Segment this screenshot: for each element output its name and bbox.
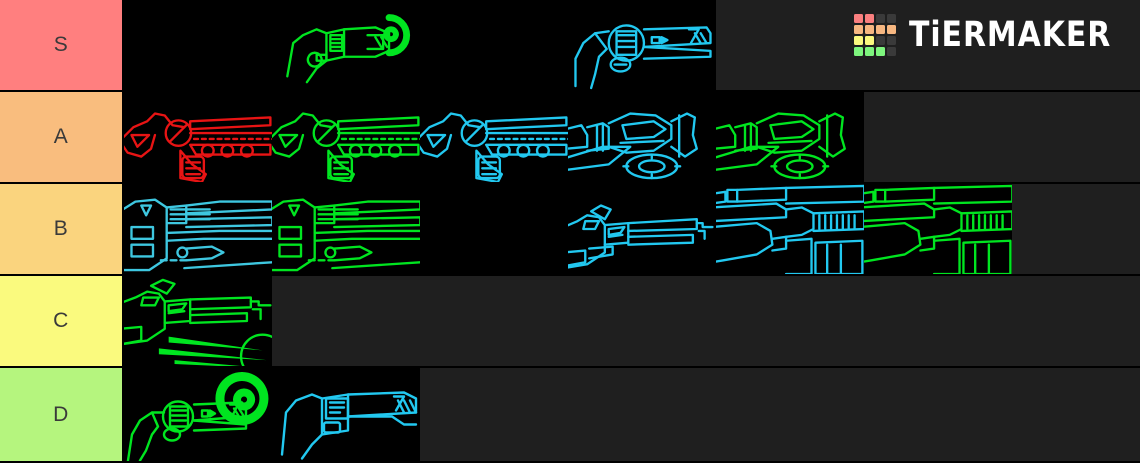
assault-rifle-red[interactable] <box>124 92 272 182</box>
pixel-fist-icon <box>151 4 246 87</box>
plasma-rifle-cyan[interactable] <box>124 184 272 274</box>
tier-label-text: D <box>53 402 69 426</box>
tier-row-b: B <box>0 184 1140 276</box>
assault-rifle-cyan[interactable] <box>420 92 568 182</box>
pistol-cyan[interactable] <box>272 368 420 461</box>
tier-row-s: S <box>0 0 1140 92</box>
shotgun-cyan[interactable] <box>716 184 864 274</box>
beam-rifle-green[interactable] <box>124 276 272 366</box>
pistol-green[interactable] <box>272 0 420 90</box>
plasma-rifle-green[interactable] <box>272 184 420 274</box>
tier-label-text: B <box>53 217 69 240</box>
shotgun-green[interactable] <box>864 184 1012 274</box>
tier-items-a <box>124 92 1140 182</box>
tier-label-text: C <box>53 309 69 332</box>
tier-label-text: S <box>53 33 69 56</box>
tier-items-d <box>124 368 1140 461</box>
pixel-fist-icon <box>447 4 542 87</box>
tier-label-a[interactable]: A <box>0 92 124 182</box>
tier-row-c: C <box>0 276 1140 368</box>
tier-items-c <box>124 276 1140 366</box>
assault-rifle-green[interactable] <box>272 92 420 182</box>
revolver-green[interactable] <box>124 368 272 461</box>
tier-items-b <box>124 184 1140 274</box>
pixel-fist-icon <box>447 188 542 271</box>
carbine-cyan[interactable] <box>568 184 716 274</box>
alien-blaster-cyan[interactable] <box>568 92 716 182</box>
tier-items-s <box>124 0 1140 90</box>
fist-icon-green[interactable] <box>420 0 568 90</box>
tier-label-c[interactable]: C <box>0 276 124 366</box>
tier-row-a: A <box>0 92 1140 184</box>
tier-label-s[interactable]: S <box>0 0 124 90</box>
tier-label-d[interactable]: D <box>0 368 124 461</box>
revolver-cyan[interactable] <box>568 0 716 90</box>
tier-label-text: A <box>53 125 69 148</box>
tier-label-b[interactable]: B <box>0 184 124 274</box>
fist-icon-red[interactable] <box>420 184 568 274</box>
fist-icon-cyan[interactable] <box>124 0 272 90</box>
tier-row-d: D <box>0 368 1140 463</box>
alien-blaster-green[interactable] <box>716 92 864 182</box>
